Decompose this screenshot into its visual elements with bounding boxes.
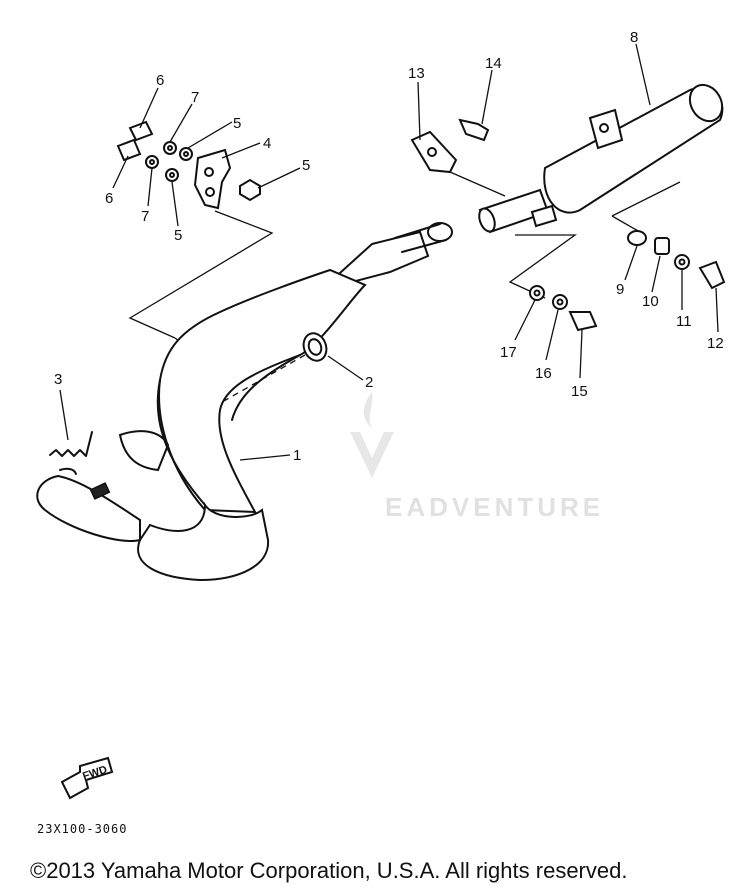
callout-8: 8 [630, 29, 638, 46]
right-top-hardware [410, 118, 490, 174]
left-hardware [116, 120, 261, 202]
copyright-notice: ©2013 Yamaha Motor Corporation, U.S.A. A… [30, 858, 628, 883]
callout-11: 11 [676, 313, 692, 330]
watermark: EADVENTURE [350, 392, 604, 522]
callout-13: 13 [408, 65, 425, 82]
spring [49, 431, 93, 475]
forward-arrow: FWD [60, 756, 114, 800]
callout-17: 17 [500, 344, 517, 361]
callout-12: 12 [707, 335, 724, 352]
callout-5b: 5 [302, 157, 310, 174]
callout-3: 3 [54, 371, 62, 388]
callout-10: 10 [642, 293, 659, 310]
callout-2: 2 [365, 374, 373, 391]
muffler-bolt-hardware [529, 285, 598, 332]
callout-7a: 7 [191, 89, 199, 106]
callout-14: 14 [485, 55, 502, 72]
callout-15: 15 [571, 383, 588, 400]
callout-leaders [59, 43, 719, 461]
callout-labels: 1 2 3 4 5 5 5 6 6 7 7 8 9 10 11 12 13 14… [54, 29, 724, 464]
callout-5a: 5 [233, 115, 241, 132]
callout-16: 16 [535, 365, 552, 382]
exhaust-pipe [36, 222, 453, 582]
callout-7b: 7 [141, 208, 149, 225]
catalog-number: 23X100-3060 [37, 822, 128, 836]
watermark-text: EADVENTURE [385, 492, 604, 522]
gasket [302, 332, 328, 362]
callout-4: 4 [263, 135, 271, 152]
callout-9: 9 [616, 281, 624, 298]
bracket [193, 148, 232, 210]
callout-1: 1 [293, 447, 301, 464]
callout-5c: 5 [174, 227, 182, 244]
muffler [478, 83, 724, 234]
callout-6b: 6 [105, 190, 113, 207]
muffler-mount-hardware [627, 230, 726, 290]
callout-6a: 6 [156, 72, 164, 89]
